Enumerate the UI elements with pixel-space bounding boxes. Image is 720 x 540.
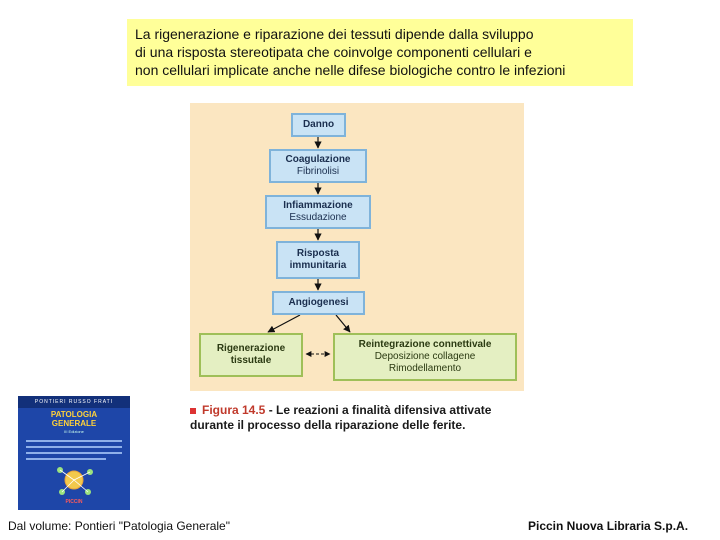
publisher-credit: Piccin Nuova Libraria S.p.A. [528,519,688,533]
node-danno: Danno [291,113,346,137]
arrow-angiogenesi-rigenerazione [268,315,300,332]
node-coagulazione: Coagulazione Fibrinolisi [269,149,367,183]
intro-line: La rigenerazione e riparazione dei tessu… [135,25,633,43]
caption-bullet [190,408,196,414]
book-text-line [26,458,106,460]
book-authors: PONTIERI RUSSO FRATI [18,396,130,408]
book-illustration [52,462,96,498]
node-reintegrazione-sub1: Deposizione collagene [375,351,476,363]
book-title: PATOLOGIA GENERALE [18,410,130,428]
node-risposta-label: Risposta immunitaria [290,248,347,272]
book-edition: III Edizione [18,429,130,435]
book-publisher: PICCIN [18,498,130,506]
node-reintegrazione-connettivale: Reintegrazione connettivale Deposizione … [333,333,517,381]
node-angiogenesi: Angiogenesi [272,291,365,315]
node-infiammazione: Infiammazione Essudazione [265,195,371,229]
intro-text-box: La rigenerazione e riparazione dei tessu… [127,19,633,86]
node-rigenerazione-label: Rigenerazione tissutale [215,343,287,367]
node-angiogenesi-label: Angiogenesi [288,297,348,309]
caption-figure-label: Figura 14.5 [202,403,265,417]
arrow-angiogenesi-reintegrazione [336,315,350,332]
figure-caption: Figura 14.5 - Le reazioni a finalità dif… [190,403,530,433]
book-title-line2: GENERALE [18,419,130,428]
source-credit: Dal volume: Pontieri "Patologia Generale… [8,519,230,533]
intro-line: non cellulari implicate anche nelle dife… [135,61,633,79]
node-infiammazione-label: Infiammazione [283,200,352,212]
node-coagulazione-sub: Fibrinolisi [297,166,339,178]
intro-line: di una risposta stereotipata che coinvol… [135,43,633,61]
flow-diagram: Danno Coagulazione Fibrinolisi Infiammaz… [190,103,524,391]
book-text-line [26,446,122,448]
node-coagulazione-label: Coagulazione [285,154,350,166]
book-title-line1: PATOLOGIA [18,410,130,419]
node-infiammazione-sub: Essudazione [289,212,346,224]
node-danno-label: Danno [303,119,334,131]
book-text-line [26,452,122,454]
book-text-line [26,440,122,442]
node-rigenerazione-tissutale: Rigenerazione tissutale [199,333,303,377]
node-reintegrazione-label: Reintegrazione connettivale [359,339,492,351]
node-risposta-immunitaria: Risposta immunitaria [276,241,360,279]
book-cover-image: PONTIERI RUSSO FRATI PATOLOGIA GENERALE … [18,396,130,510]
node-reintegrazione-sub2: Rimodellamento [389,363,461,375]
